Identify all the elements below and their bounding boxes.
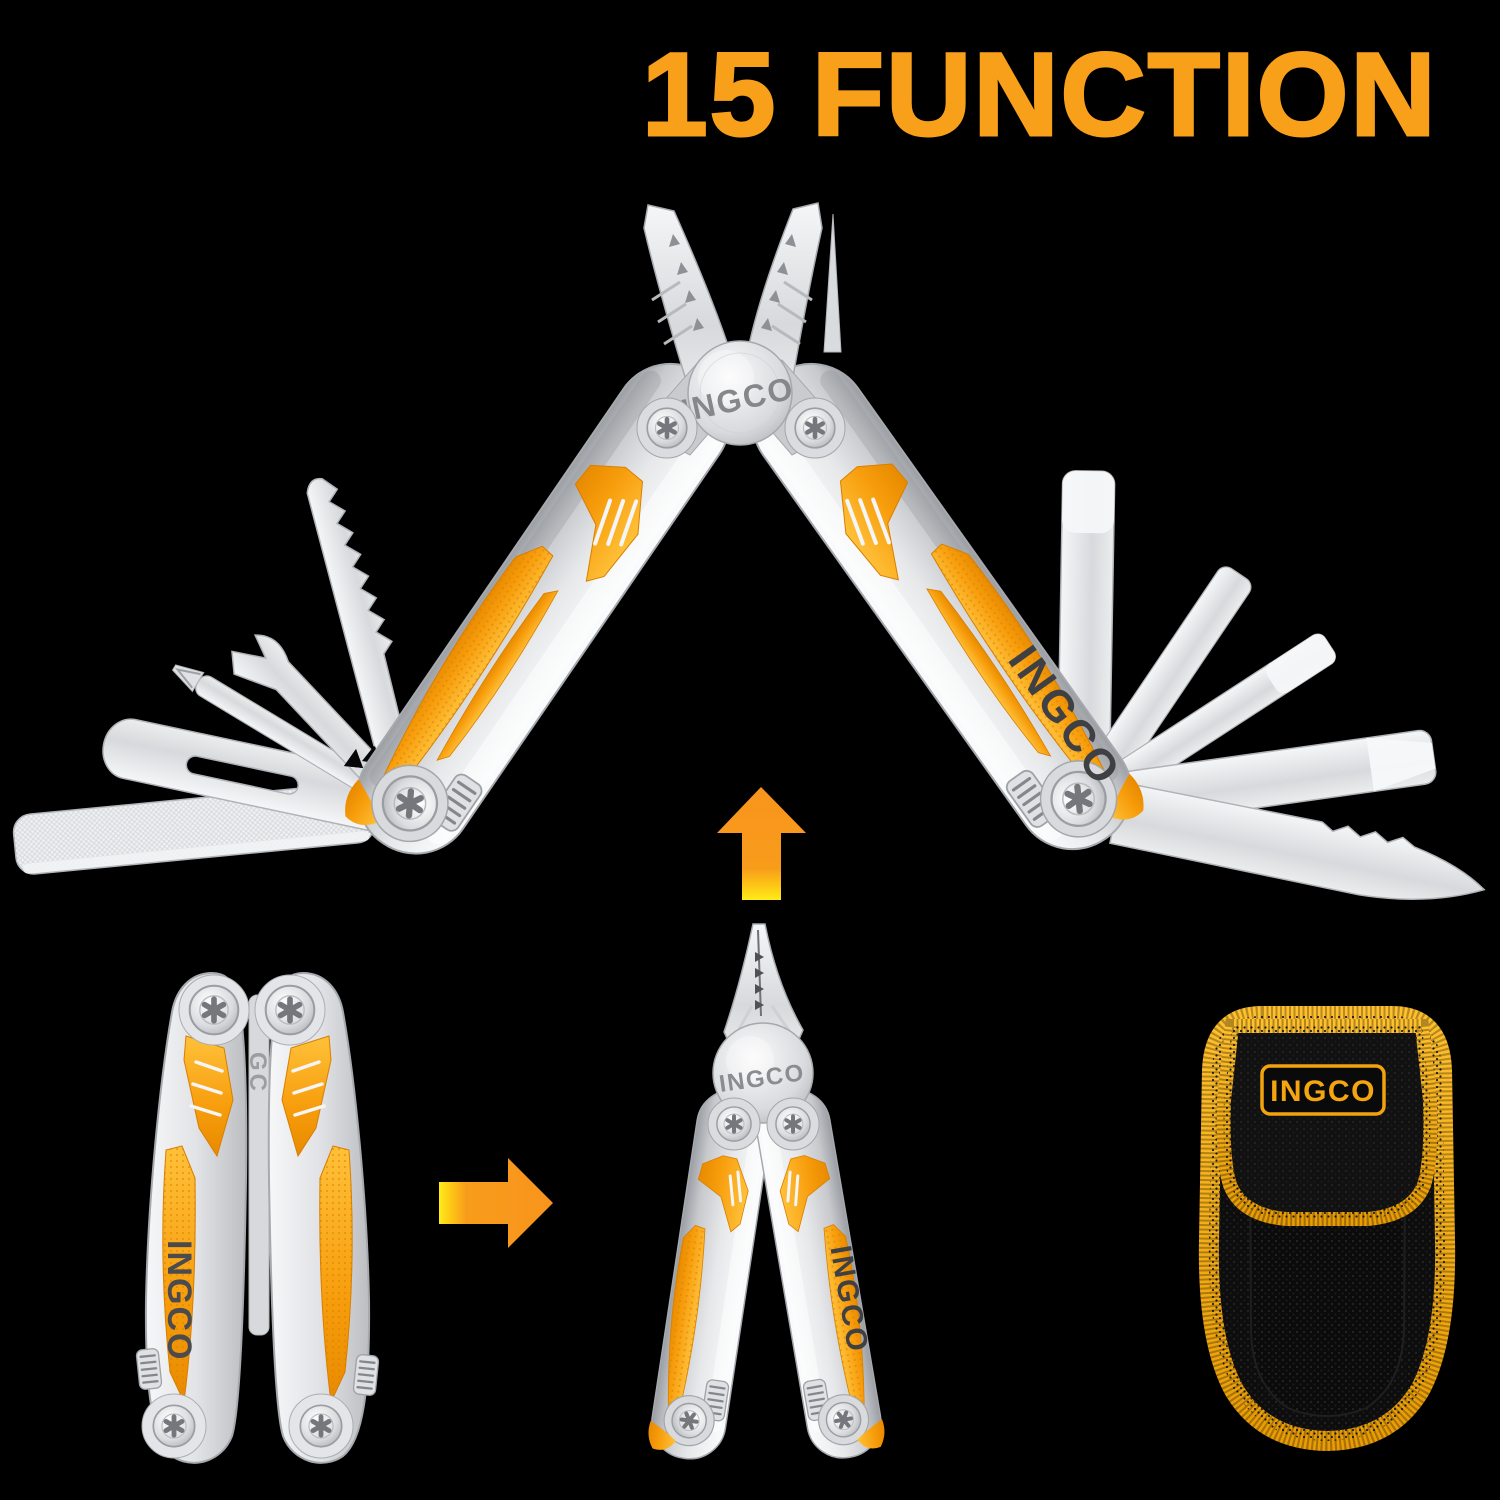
jaw-grooves [651, 280, 813, 346]
jaw-teeth-right [761, 234, 796, 331]
multitool-open: INGCO INGCO [12, 202, 1486, 900]
belt-pouch: INGCO [1198, 1006, 1456, 1452]
folded-chevron-left-slits [189, 1060, 224, 1117]
wire-cutter-marks [344, 746, 381, 768]
brand-on-folded: INGCO [160, 1240, 198, 1361]
pouch-flap-texture [1216, 1019, 1438, 1226]
pliers-head: INGCO [636, 202, 846, 459]
folded-chevron-right [281, 1035, 332, 1158]
headline: 15 FUNCTION [641, 29, 1438, 161]
thumb-ribs-right [351, 1352, 381, 1398]
half-open-screw-left [707, 1097, 761, 1151]
shaft-stamp: GC [244, 1052, 271, 1094]
awl-behind-jaw [823, 213, 842, 353]
thumb-ribs-left [134, 1346, 164, 1392]
folded-screw-bottom-right [288, 1393, 354, 1459]
wide-flat-blade [102, 718, 381, 832]
closed-pliers-head: INGCO [707, 923, 820, 1151]
folded-inlay-right-texture [319, 1146, 353, 1402]
folded-chevron-right-slits [291, 1060, 326, 1117]
brand-badge: INGCO [1260, 1064, 1386, 1116]
half-open-handle-left [645, 1085, 776, 1464]
half-open-screw-right [766, 1097, 820, 1151]
up-arrow-icon [717, 787, 806, 900]
folded-inlay-left-texture [162, 1146, 196, 1402]
left-tool-fan [12, 477, 415, 875]
pivot-screw-right [784, 397, 846, 459]
half-open-handle-right [751, 1084, 888, 1463]
folded-screw-top-right [254, 974, 326, 1046]
right-arrow-icon [439, 1158, 553, 1248]
folded-screw-bottom-left [141, 1393, 207, 1459]
folded-chevron-left [183, 1035, 234, 1158]
boss-ring [699, 352, 781, 434]
pivot-boss [687, 340, 793, 446]
right-tool-fan [1057, 470, 1486, 900]
pivot-screw-left [636, 397, 698, 459]
knife-blade [1109, 781, 1486, 900]
jaw-teeth-left [669, 234, 704, 331]
half-open-boss-highlight [726, 1036, 774, 1084]
jaw-serration [755, 952, 764, 1010]
multitool-folded: GC INGCO [134, 971, 381, 1464]
folded-screw-top-left [178, 974, 250, 1046]
center-shaft [248, 994, 270, 1336]
badge-text: INGCO [1270, 1075, 1376, 1108]
multitool-half-open: INGCO INGCO [645, 923, 888, 1464]
saw-blade [306, 477, 415, 781]
